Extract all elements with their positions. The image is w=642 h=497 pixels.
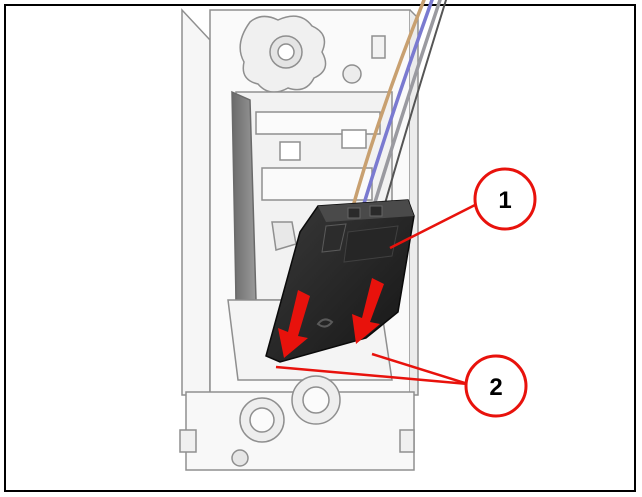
callout-2-label: 2 — [489, 374, 502, 401]
cam-element — [239, 15, 386, 93]
insertion-arrows — [278, 278, 384, 358]
callout-1-leader — [389, 203, 476, 250]
module-emboss — [343, 225, 399, 263]
mount-screw — [231, 449, 249, 467]
base-tab-left — [179, 429, 197, 453]
upper-shelf — [255, 111, 381, 135]
wire-gray — [370, 0, 442, 214]
clip-right — [341, 129, 367, 149]
arrow-right — [352, 278, 384, 344]
module — [265, 199, 415, 363]
figure-frame — [4, 4, 636, 492]
arrow-left — [278, 290, 310, 358]
callout-1: 1 — [473, 167, 537, 231]
clip-left — [279, 141, 301, 161]
callout-1-label: 1 — [498, 187, 511, 214]
module-slot-2 — [369, 205, 383, 217]
wire-tan — [350, 0, 426, 212]
callout-lines — [275, 203, 476, 386]
callout-2-leader-a — [275, 365, 469, 386]
middle-shelf — [261, 167, 373, 201]
callout-2: 2 — [464, 354, 528, 418]
module-logo — [316, 318, 334, 328]
base-tab-right — [399, 429, 415, 453]
module-top-edge — [318, 200, 414, 222]
wire-bundle — [350, 0, 447, 215]
side-hook — [271, 221, 297, 251]
wire-blue — [360, 0, 434, 212]
module-slot-1 — [347, 207, 361, 219]
module-latch — [321, 223, 347, 253]
callout-2-leader-b — [371, 352, 469, 386]
housing-left-wall — [181, 8, 211, 396]
wire-dark — [381, 0, 447, 215]
